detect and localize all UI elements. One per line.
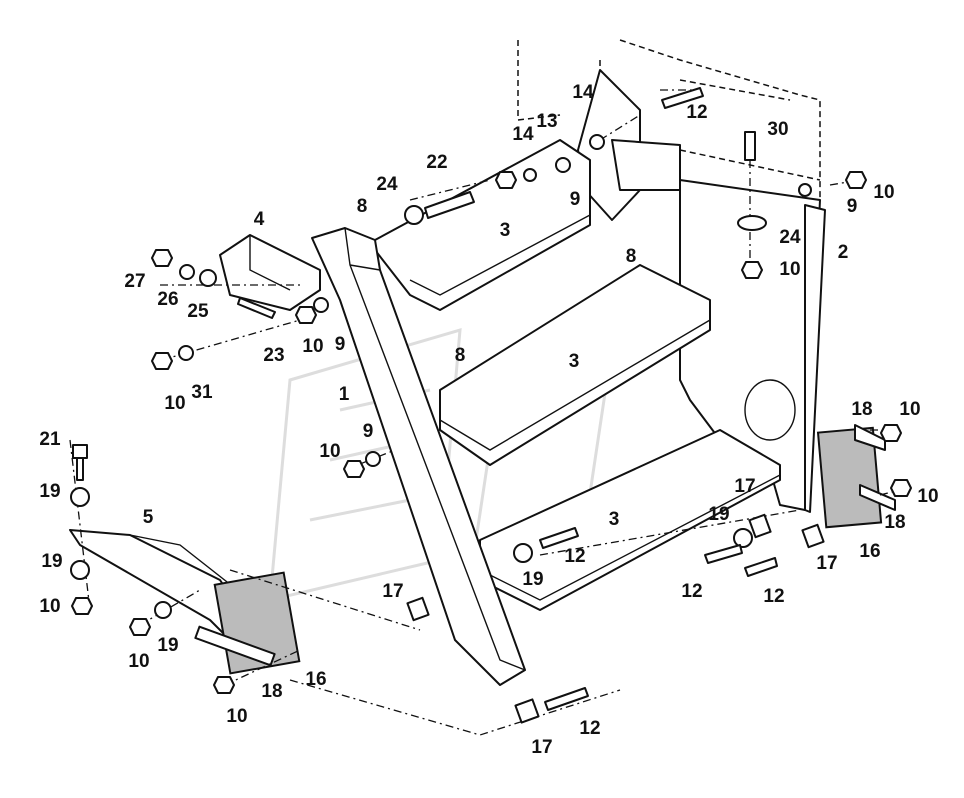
callout-label: 9 <box>362 421 374 442</box>
callout-label: 19 <box>39 481 61 502</box>
callout-label: 18 <box>884 512 906 533</box>
callout-label: 8 <box>625 246 637 267</box>
callout-label: 10 <box>779 259 801 280</box>
callout-label: 18 <box>851 399 873 420</box>
callout-label: 18 <box>261 681 283 702</box>
callout-label: 10 <box>226 706 248 727</box>
callout-label: 3 <box>608 509 620 530</box>
callout-label: 10 <box>39 596 61 617</box>
callout-label: 8 <box>356 196 368 217</box>
callout-label: 10 <box>873 182 895 203</box>
step-3-middle <box>439 264 711 466</box>
callout-label: 16 <box>305 669 327 690</box>
callout-label: 13 <box>536 111 558 132</box>
callout-label: 17 <box>531 737 553 758</box>
side-beam-1 <box>311 227 526 686</box>
callout-label: 17 <box>382 581 404 602</box>
callout-label: 10 <box>302 336 324 357</box>
mounting-bracket <box>577 69 681 221</box>
callout-label: 31 <box>191 382 213 403</box>
callout-label: 14 <box>512 124 534 145</box>
callout-label: 12 <box>579 718 601 739</box>
callout-label: 23 <box>263 345 285 366</box>
hardware-fasteners <box>70 87 912 724</box>
rubber-pad-16-right <box>816 426 883 529</box>
callout-label: 12 <box>686 102 708 123</box>
callout-label: 10 <box>164 393 186 414</box>
strip-18-left <box>194 625 276 667</box>
callout-label: 17 <box>734 476 756 497</box>
callout-label: 12 <box>564 546 586 567</box>
callout-label: 30 <box>767 119 789 140</box>
callout-label: 9 <box>846 196 858 217</box>
callout-label: 24 <box>376 174 398 195</box>
callout-label: 27 <box>124 271 146 292</box>
callout-label: 19 <box>41 551 63 572</box>
callout-label: 19 <box>708 504 730 525</box>
callout-label: 12 <box>763 586 785 607</box>
callout-label: 26 <box>157 289 179 310</box>
callout-label: 21 <box>39 429 61 450</box>
callout-label: 5 <box>142 507 154 528</box>
callout-label: 17 <box>816 553 838 574</box>
callout-label: 14 <box>572 82 594 103</box>
callout-label: 2 <box>837 242 849 263</box>
callout-label: 9 <box>334 334 346 355</box>
cab-outline-dashed <box>517 39 821 200</box>
callout-label: 16 <box>859 541 881 562</box>
callout-label: 3 <box>499 220 511 241</box>
callout-label: 25 <box>187 301 209 322</box>
callout-label: 12 <box>681 581 703 602</box>
callout-label: 22 <box>426 152 448 173</box>
callout-label: 3 <box>568 351 580 372</box>
callout-label: 1 <box>338 384 350 405</box>
callout-label: 10 <box>128 651 150 672</box>
callout-label: 10 <box>917 486 939 507</box>
callout-label: 19 <box>522 569 544 590</box>
callout-label: 4 <box>253 209 265 230</box>
step-3-top <box>374 139 591 311</box>
bracket-4 <box>219 234 321 311</box>
callout-label: 8 <box>454 345 466 366</box>
side-plate-2 <box>679 179 826 513</box>
callout-label: 10 <box>319 441 341 462</box>
callout-label: 10 <box>899 399 921 420</box>
callout-label: 24 <box>779 227 801 248</box>
callout-label: 19 <box>157 635 179 656</box>
callout-label: 9 <box>569 189 581 210</box>
strip-18-right <box>854 424 896 511</box>
